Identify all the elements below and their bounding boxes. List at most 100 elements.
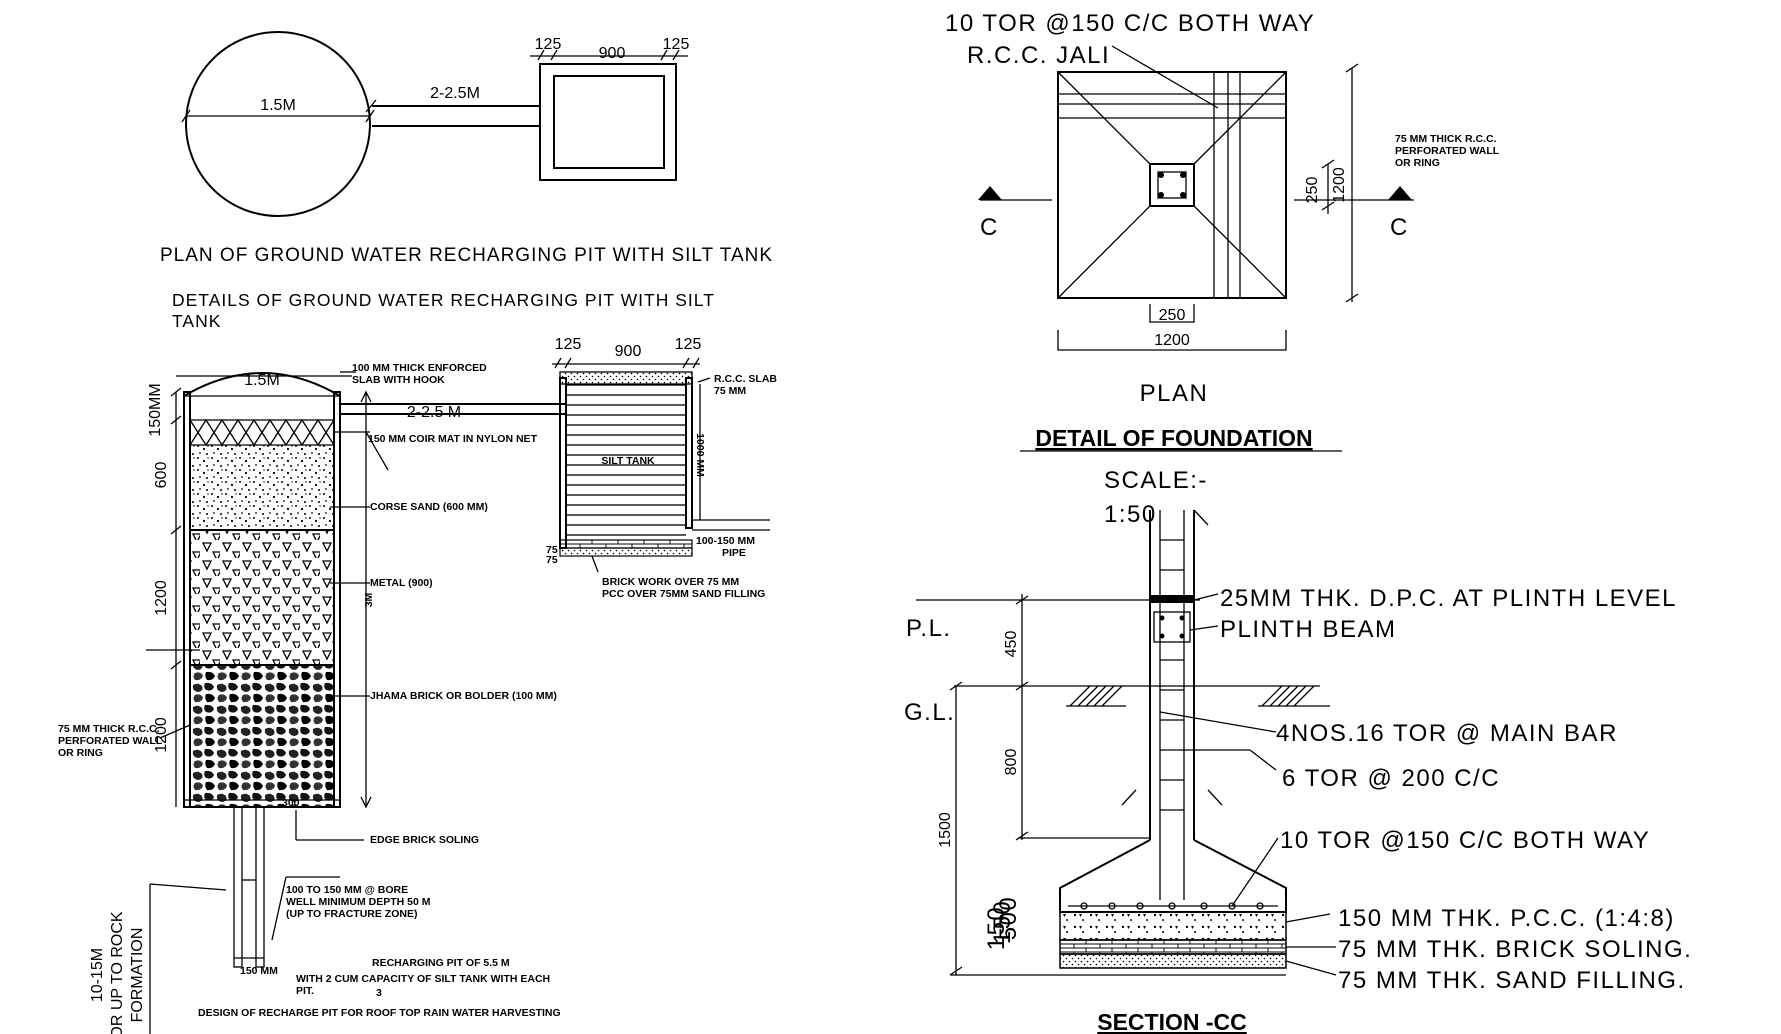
section-connection-label: 2-2.5 M — [407, 404, 461, 421]
dim-1200: 1200 — [153, 580, 170, 616]
depth-3m: 3M — [363, 592, 375, 607]
section-marker-left — [978, 186, 1002, 200]
base-75-b: 75 — [546, 554, 558, 566]
plan-caption: PLAN OF GROUND WATER RECHARGING PIT WITH… — [160, 245, 773, 266]
brick-pcc-note-2: PCC OVER 75MM SAND FILLING — [602, 588, 765, 600]
dim-800: 800 — [1003, 749, 1020, 776]
section-cc: P.L. G.L. 450 800 1500 150 500 150 — [904, 509, 1692, 1034]
silt-tank-sand-base — [559, 547, 693, 557]
metal-layer — [190, 530, 334, 665]
dim-1200-horizontal: 1200 — [1154, 332, 1190, 349]
scale-label: SCALE:- — [1104, 467, 1208, 494]
bore-pipe-right — [255, 806, 265, 968]
rcc-slab-note-2: 75 MM — [714, 385, 746, 397]
foundation-bar-note: 10 TOR @150 C/C BOTH WAY — [945, 10, 1315, 37]
gl-label: G.L. — [904, 699, 955, 726]
dim-900: 900 — [599, 45, 626, 62]
section-cc-title: SECTION -CC — [1097, 1009, 1247, 1034]
recharge-note-sup: 3 — [376, 987, 382, 999]
main-bar-note: 4NOS.16 TOR @ MAIN BAR — [1276, 720, 1618, 747]
base-bar-note: 10 TOR @150 C/C BOTH WAY — [1280, 827, 1650, 854]
found-wall-note-1: 75 MM THICK R.C.C. — [1395, 133, 1497, 145]
brick-soling-layer — [1059, 939, 1287, 955]
footing-bar-dots — [1080, 902, 1264, 910]
dim-125-right: 125 — [663, 36, 690, 53]
column-inner — [1157, 171, 1187, 199]
tank-dim-125-left: 125 — [555, 336, 582, 353]
dpc-layer — [1150, 595, 1194, 603]
recharge-note-1: RECHARGING PIT OF 5.5 M — [372, 957, 510, 969]
pit-diameter-label: 1.5M — [260, 97, 296, 114]
pcc-layer — [1059, 911, 1287, 941]
coir-note: 150 MM COIR MAT IN NYLON NET — [368, 433, 538, 445]
stirrup-note: 6 TOR @ 200 C/C — [1282, 765, 1500, 792]
connection-length-label: 2-2.5M — [430, 85, 480, 102]
pit-wall-left — [183, 391, 191, 808]
coarse-sand-layer — [190, 445, 334, 530]
silt-tank-wall-right — [685, 377, 693, 529]
foundation-title: DETAIL OF FOUNDATION — [1035, 425, 1312, 451]
tank-dim-900: 900 — [615, 343, 642, 360]
dim-125-left: 125 — [535, 36, 562, 53]
scale-value: 1:50 — [1104, 501, 1157, 528]
plan-label: PLAN — [1140, 380, 1209, 407]
rcc-slab-note-1: R.C.C. SLAB — [714, 373, 777, 385]
dim-500: 500 — [995, 896, 1022, 941]
pipe-note-1: 100-150 MM — [696, 535, 755, 547]
plinth-beam — [1153, 611, 1191, 643]
dim-600: 600 — [153, 462, 170, 489]
details-heading-2: TANK — [172, 311, 221, 331]
sand-filling-note: 75 MM THK. SAND FILLING. — [1338, 967, 1686, 994]
pl-label: P.L. — [906, 615, 952, 642]
sand-note: CORSE SAND (600 MM) — [370, 501, 488, 513]
section-diameter-label: 1.5M — [244, 372, 280, 389]
pcc-note: 150 MM THK. P.C.C. (1:4:8) — [1338, 905, 1675, 932]
rock-note-1: 10-15M — [89, 948, 106, 1002]
design-caption: DESIGN OF RECHARGE PIT FOR ROOF TOP RAIN… — [198, 1007, 561, 1019]
pit-circle — [185, 31, 371, 217]
rock-note-3: FORMATION — [129, 928, 146, 1023]
pit-wall-right — [333, 391, 341, 808]
silt-tank-brick-base — [559, 539, 693, 549]
soling-note: EDGE BRICK SOLING — [370, 834, 479, 846]
dim-150mm-bore: 150 MM — [240, 965, 278, 977]
details-heading-1: DETAILS OF GROUND WATER RECHARGING PIT W… — [172, 290, 715, 310]
tank-height-dim: 1000 MM — [694, 433, 706, 477]
found-wall-note-3: OR RING — [1395, 157, 1440, 169]
silt-tank-label: SILT TANK — [601, 455, 655, 467]
dim-450: 450 — [1003, 631, 1020, 658]
wall-note-1: 75 MM THICK R.C.C. — [58, 723, 160, 735]
sand-filling-layer — [1059, 953, 1287, 969]
recharge-pit-section: DETAILS OF GROUND WATER RECHARGING PIT W… — [58, 290, 777, 1034]
section-marker-right — [1388, 186, 1412, 200]
recharge-note-2: WITH 2 CUM CAPACITY OF SILT TANK WITH EA… — [296, 973, 550, 985]
dim-150-a: 150 — [989, 900, 1016, 945]
recharge-note-3: PIT. — [296, 985, 314, 997]
silt-tank-section-fill — [566, 384, 686, 540]
dim-1500: 1500 — [937, 812, 954, 848]
found-wall-note-2: PERFORATED WALL — [1395, 145, 1500, 157]
pipe-note-2: PIPE — [722, 547, 746, 559]
foundation-square — [1057, 71, 1287, 299]
brick-soling-note: 75 MM THK. BRICK SOLING. — [1338, 936, 1692, 963]
dim-1200-lower: 1200 — [153, 717, 170, 753]
dim-250-vertical: 250 — [1304, 177, 1321, 204]
slab-note-1: 100 MM THICK ENFORCED — [352, 362, 487, 374]
section-label-left: C — [980, 214, 999, 241]
dpc-note: 25MM THK. D.P.C. AT PLINTH LEVEL — [1220, 585, 1677, 612]
bolder-layer — [190, 665, 334, 807]
foundation-plan: 10 TOR @150 C/C BOTH WAY R.C.C. JALI C C… — [945, 10, 1500, 528]
bore-pipe-left — [233, 806, 243, 968]
slab-note-2: SLAB WITH HOOK — [352, 374, 445, 386]
bore-note-2: WELL MINIMUM DEPTH 50 M — [286, 896, 431, 908]
tank-dim-125-right: 125 — [675, 336, 702, 353]
pit-slab-dome — [183, 372, 341, 397]
base-75-a: 75 — [546, 544, 558, 556]
dim-150-b: 150 — [983, 906, 1010, 951]
silt-tank-rcc-slab — [559, 371, 693, 385]
brick-pcc-note-1: BRICK WORK OVER 75 MM — [602, 576, 739, 588]
bore-note-3: (UP TO FRACTURE ZONE) — [286, 908, 417, 920]
dim-250-horizontal: 250 — [1159, 307, 1186, 324]
dim-1200-vertical: 1200 — [1331, 167, 1348, 203]
